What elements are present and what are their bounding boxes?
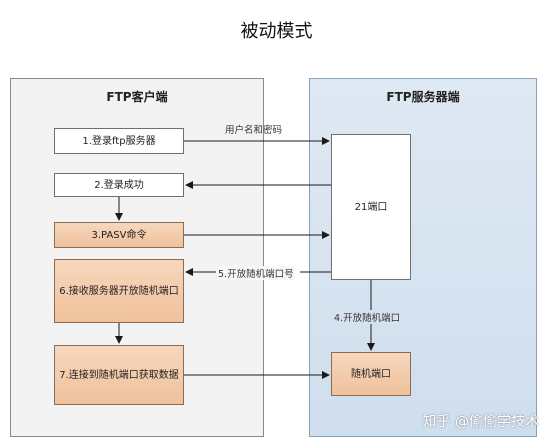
step-login-box: 1.登录ftp服务器: [54, 128, 184, 154]
ftp-server-label: FTP服务器端: [386, 90, 460, 104]
diagram-title: 被动模式: [240, 21, 313, 42]
step-connect-random-port-label: 7.连接到随机端口获取数据: [59, 369, 179, 381]
server-random-port-box: 随机端口: [331, 352, 411, 396]
step-login-success-box: 2.登录成功: [54, 173, 184, 197]
step-receive-port-box: 6.接收服务器开放随机端口: [54, 259, 184, 323]
credentials-arrow-label: 用户名和密码: [225, 125, 283, 136]
step-login-label: 1.登录ftp服务器: [82, 135, 156, 147]
step-connect-random-port-box: 7.连接到随机端口获取数据: [54, 345, 184, 405]
step-pasv-label: 3.PASV命令: [91, 229, 147, 241]
random-port-number-arrow-label: 5.开放随机端口号: [217, 266, 295, 280]
ftp-client-label: FTP客户端: [106, 90, 168, 104]
step-login-success-label: 2.登录成功: [94, 179, 144, 191]
watermark-text: 知乎 @偷偷学技术: [422, 414, 539, 430]
server-random-port-label: 随机端口: [351, 368, 391, 380]
server-port-21-label: 21端口: [354, 201, 388, 213]
server-port-21-box: 21端口: [331, 134, 411, 280]
step-receive-port-label: 6.接收服务器开放随机端口: [59, 285, 179, 297]
step-pasv-box: 3.PASV命令: [54, 222, 184, 248]
open-random-port-arrow-label: 4.开放随机端口: [333, 310, 402, 324]
